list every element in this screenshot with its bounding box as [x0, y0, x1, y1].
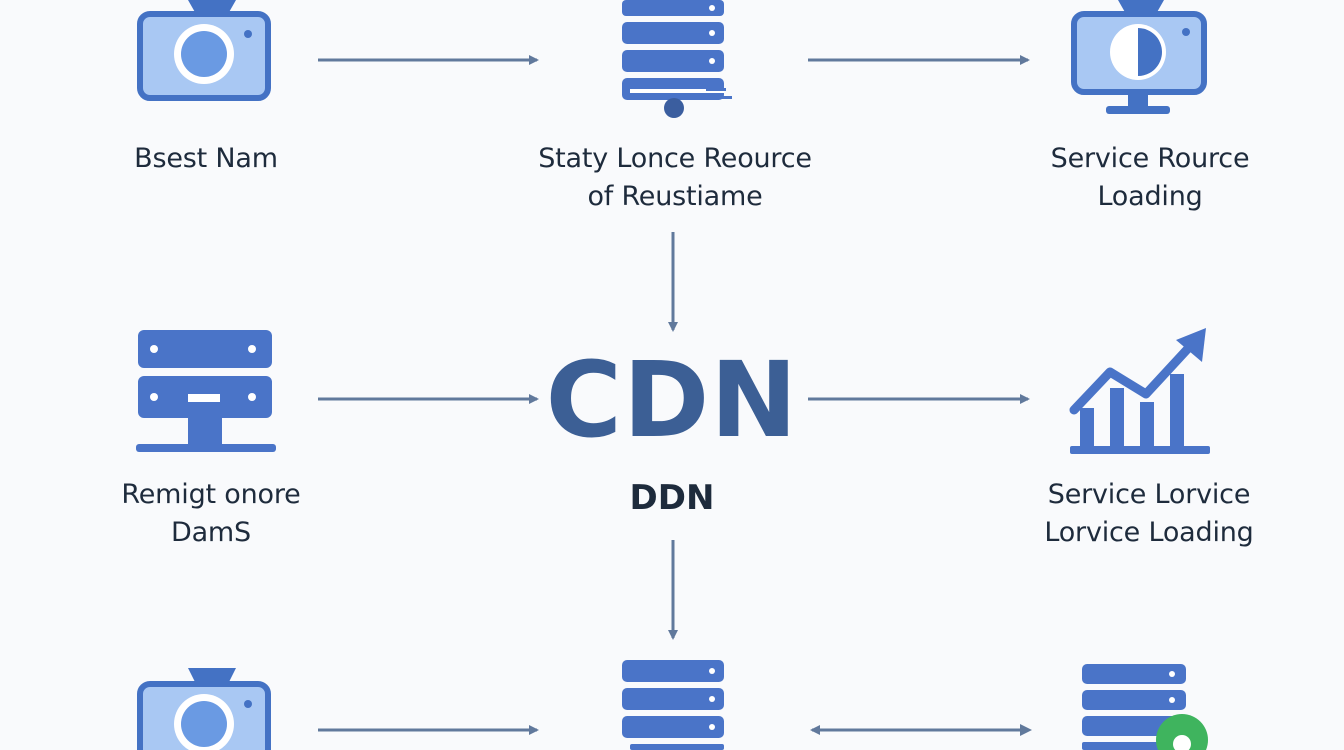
label-top-left: Bsest Nam [96, 140, 316, 178]
label-top-center: Staty Lonce Reource of Reustiame [490, 140, 860, 216]
growth-chart-icon [1069, 328, 1210, 454]
camera-icon [137, 0, 271, 101]
label-line: Lorvice Loading [1044, 517, 1254, 548]
server-status-icon [1082, 664, 1208, 750]
label-line: of Reustiame [587, 181, 763, 212]
monitor-camera-icon [1071, 0, 1207, 114]
label-line: Service Lorvice [1047, 479, 1251, 510]
cdn-title: CDN [545, 339, 799, 461]
label-top-right: Service Rource Loading [1010, 140, 1290, 216]
label-line: Bsest Nam [134, 143, 278, 174]
server-rack-icon-bottom [622, 660, 724, 750]
label-mid-left: Remigt onore DamS [76, 476, 346, 552]
label-line: Service Rource [1050, 143, 1250, 174]
server-stand-icon [136, 330, 276, 452]
label-line: Loading [1097, 181, 1203, 212]
label-line: Staty Lonce Reource [538, 143, 812, 174]
label-line: Remigt onore [121, 479, 301, 510]
camera-icon-bottom [137, 668, 271, 750]
label-line: DamS [171, 517, 251, 548]
server-rack-icon [622, 0, 732, 118]
label-mid-right: Service Lorvice Lorvice Loading [1004, 476, 1294, 552]
cdn-subtitle: DDN [629, 478, 715, 518]
arrowhead-bottom-right [1020, 724, 1032, 736]
